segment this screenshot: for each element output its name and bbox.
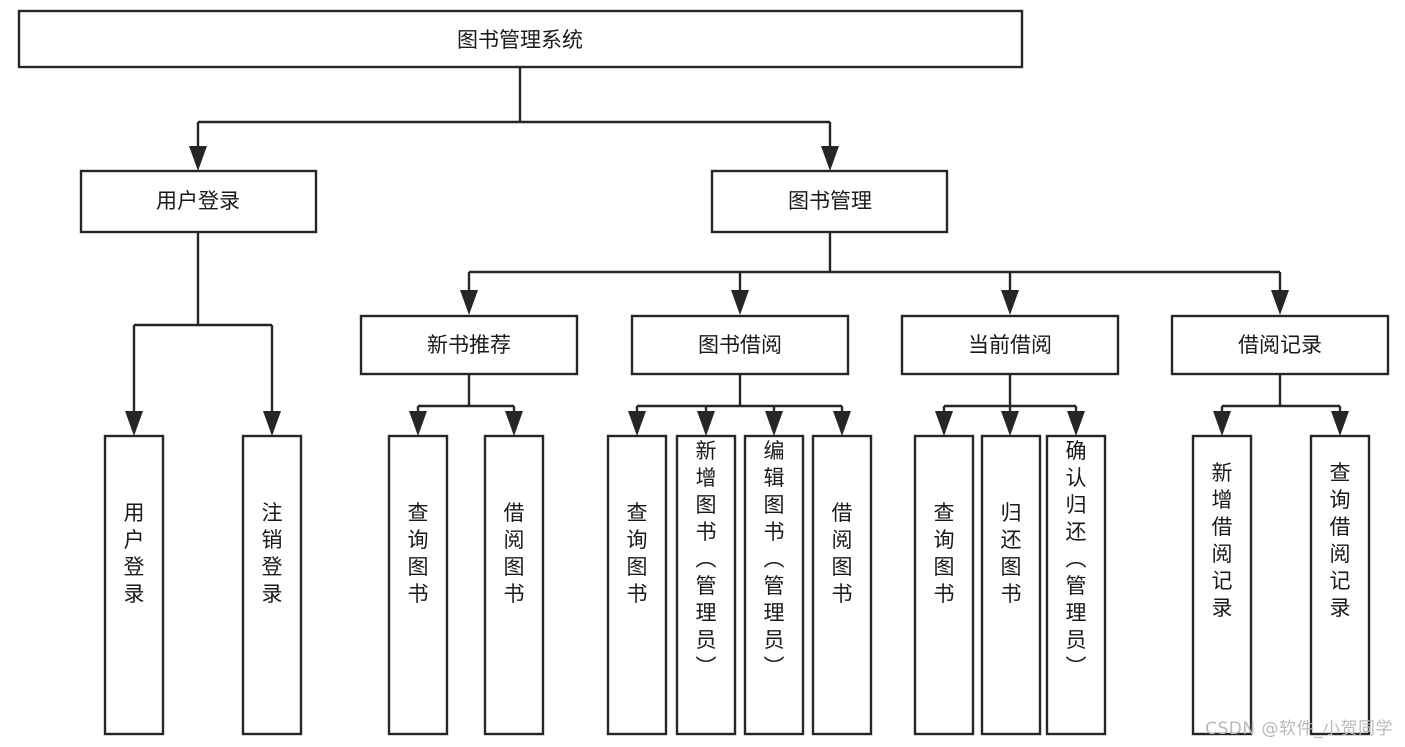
node-leaf-borrow-book-1[interactable]: 借阅图书 xyxy=(483,434,545,736)
arrow-bb-leaf-4 xyxy=(833,411,851,436)
node-current-borrow-box[interactable] xyxy=(900,314,1120,376)
node-leaf-query-record-box[interactable] xyxy=(1309,434,1371,736)
node-current-borrow-label: 当前借阅 xyxy=(968,333,1052,357)
node-leaf-logout-box[interactable] xyxy=(241,434,303,736)
node-current-borrow[interactable]: 当前借阅 xyxy=(900,314,1120,376)
node-leaf-confirm-return-box[interactable] xyxy=(1045,434,1107,736)
node-leaf-query-book-2-label: 查询图书 xyxy=(627,501,648,606)
node-book-borrow-box[interactable] xyxy=(630,314,850,376)
arrow-nbr-leaf-1 xyxy=(409,411,427,436)
node-leaf-add-book-box[interactable] xyxy=(675,434,737,736)
node-leaf-user-login-box[interactable] xyxy=(103,434,165,736)
node-book-borrow-label: 图书借阅 xyxy=(698,333,782,357)
arrow-bb-leaf-2 xyxy=(697,411,715,436)
node-leaf-query-book-2[interactable]: 查询图书 xyxy=(606,434,668,736)
node-user-login-box[interactable] xyxy=(79,169,318,234)
node-book-manage-label: 图书管理 xyxy=(788,189,872,213)
arrow-bb-leaf-1 xyxy=(628,411,646,436)
node-leaf-return-book[interactable]: 归还图书 xyxy=(980,434,1042,736)
node-leaf-user-login[interactable]: 用户登录 xyxy=(103,434,165,736)
arrow-user-login-leaf-1 xyxy=(125,411,143,436)
node-leaf-edit-book-box[interactable] xyxy=(743,434,805,736)
node-new-book-rec-box[interactable] xyxy=(359,314,579,376)
connector-group xyxy=(125,67,1349,436)
node-leaf-query-book-3-box[interactable] xyxy=(913,434,975,736)
node-leaf-edit-book[interactable]: 编辑图书︵管理员︶ xyxy=(743,434,805,736)
node-leaf-add-record-label: 新增借阅记录 xyxy=(1212,461,1233,620)
node-user-login-label: 用户登录 xyxy=(156,189,240,213)
node-leaf-query-record[interactable]: 查询借阅记录 xyxy=(1309,434,1371,736)
node-book-manage-box[interactable] xyxy=(710,169,949,234)
node-new-book-rec-label: 新书推荐 xyxy=(427,333,511,357)
node-leaf-query-book-3[interactable]: 查询图书 xyxy=(913,434,975,736)
node-leaf-query-book-1-label: 查询图书 xyxy=(408,501,429,606)
node-new-book-rec[interactable]: 新书推荐 xyxy=(359,314,579,376)
node-user-login[interactable]: 用户登录 xyxy=(79,169,318,234)
node-leaf-borrow-book-2[interactable]: 借阅图书 xyxy=(811,434,873,736)
node-borrow-record-box[interactable] xyxy=(1170,314,1390,376)
node-root-box[interactable] xyxy=(17,9,1024,69)
arrow-root-to-user-login xyxy=(189,146,207,171)
arrow-bm-to-current-borrow xyxy=(1001,290,1019,315)
node-borrow-record-label: 借阅记录 xyxy=(1238,333,1322,357)
node-leaf-query-book-1[interactable]: 查询图书 xyxy=(387,434,449,736)
arrow-br-leaf-2 xyxy=(1331,411,1349,436)
node-root[interactable]: 图书管理系统 xyxy=(17,9,1024,69)
csdn-watermark: CSDN @软件_小贺同学 xyxy=(1205,719,1393,739)
arrow-br-leaf-1 xyxy=(1213,411,1231,436)
arrow-bm-to-new-book-rec xyxy=(460,290,478,315)
node-leaf-add-record[interactable]: 新增借阅记录 xyxy=(1191,434,1253,736)
node-leaf-add-book-label: 新增图书︵管理员︶ xyxy=(696,439,717,679)
node-leaf-user-login-label: 用户登录 xyxy=(124,501,145,606)
node-leaf-confirm-return-label: 确认归还︵管理员︶ xyxy=(1066,439,1087,679)
arrow-cb-leaf-3 xyxy=(1067,411,1085,436)
node-leaf-borrow-book-2-label: 借阅图书 xyxy=(832,501,853,606)
node-leaf-borrow-book-1-label: 借阅图书 xyxy=(504,501,525,606)
node-leaf-logout[interactable]: 注销登录 xyxy=(241,434,303,736)
arrow-nbr-leaf-2 xyxy=(505,411,523,436)
node-leaf-borrow-book-1-box[interactable] xyxy=(483,434,545,736)
node-book-borrow[interactable]: 图书借阅 xyxy=(630,314,850,376)
node-leaf-logout-label: 注销登录 xyxy=(262,501,283,606)
node-root-label: 图书管理系统 xyxy=(457,28,583,52)
arrow-bm-to-borrow-record xyxy=(1271,290,1289,315)
node-leaf-query-book-1-box[interactable] xyxy=(387,434,449,736)
node-leaf-add-book[interactable]: 新增图书︵管理员︶ xyxy=(675,434,737,736)
node-leaf-confirm-return[interactable]: 确认归还︵管理员︶ xyxy=(1045,434,1107,736)
node-borrow-record[interactable]: 借阅记录 xyxy=(1170,314,1390,376)
node-leaf-borrow-book-2-box[interactable] xyxy=(811,434,873,736)
arrow-bm-to-book-borrow xyxy=(731,290,749,315)
node-leaf-query-record-label: 查询借阅记录 xyxy=(1330,461,1351,620)
arrow-cb-leaf-1 xyxy=(935,411,953,436)
node-leaf-query-book-3-label: 查询图书 xyxy=(934,501,955,606)
node-leaf-query-book-2-box[interactable] xyxy=(606,434,668,736)
arrow-root-to-book-manage xyxy=(821,146,839,171)
node-leaf-return-book-label: 归还图书 xyxy=(1001,501,1022,606)
arrow-cb-leaf-2 xyxy=(1001,411,1019,436)
arrow-bb-leaf-3 xyxy=(765,411,783,436)
node-book-manage[interactable]: 图书管理 xyxy=(710,169,949,234)
node-leaf-edit-book-label: 编辑图书︵管理员︶ xyxy=(764,439,785,679)
node-leaf-add-record-box[interactable] xyxy=(1191,434,1253,736)
node-leaf-return-book-box[interactable] xyxy=(980,434,1042,736)
arrow-user-login-leaf-2 xyxy=(263,411,281,436)
